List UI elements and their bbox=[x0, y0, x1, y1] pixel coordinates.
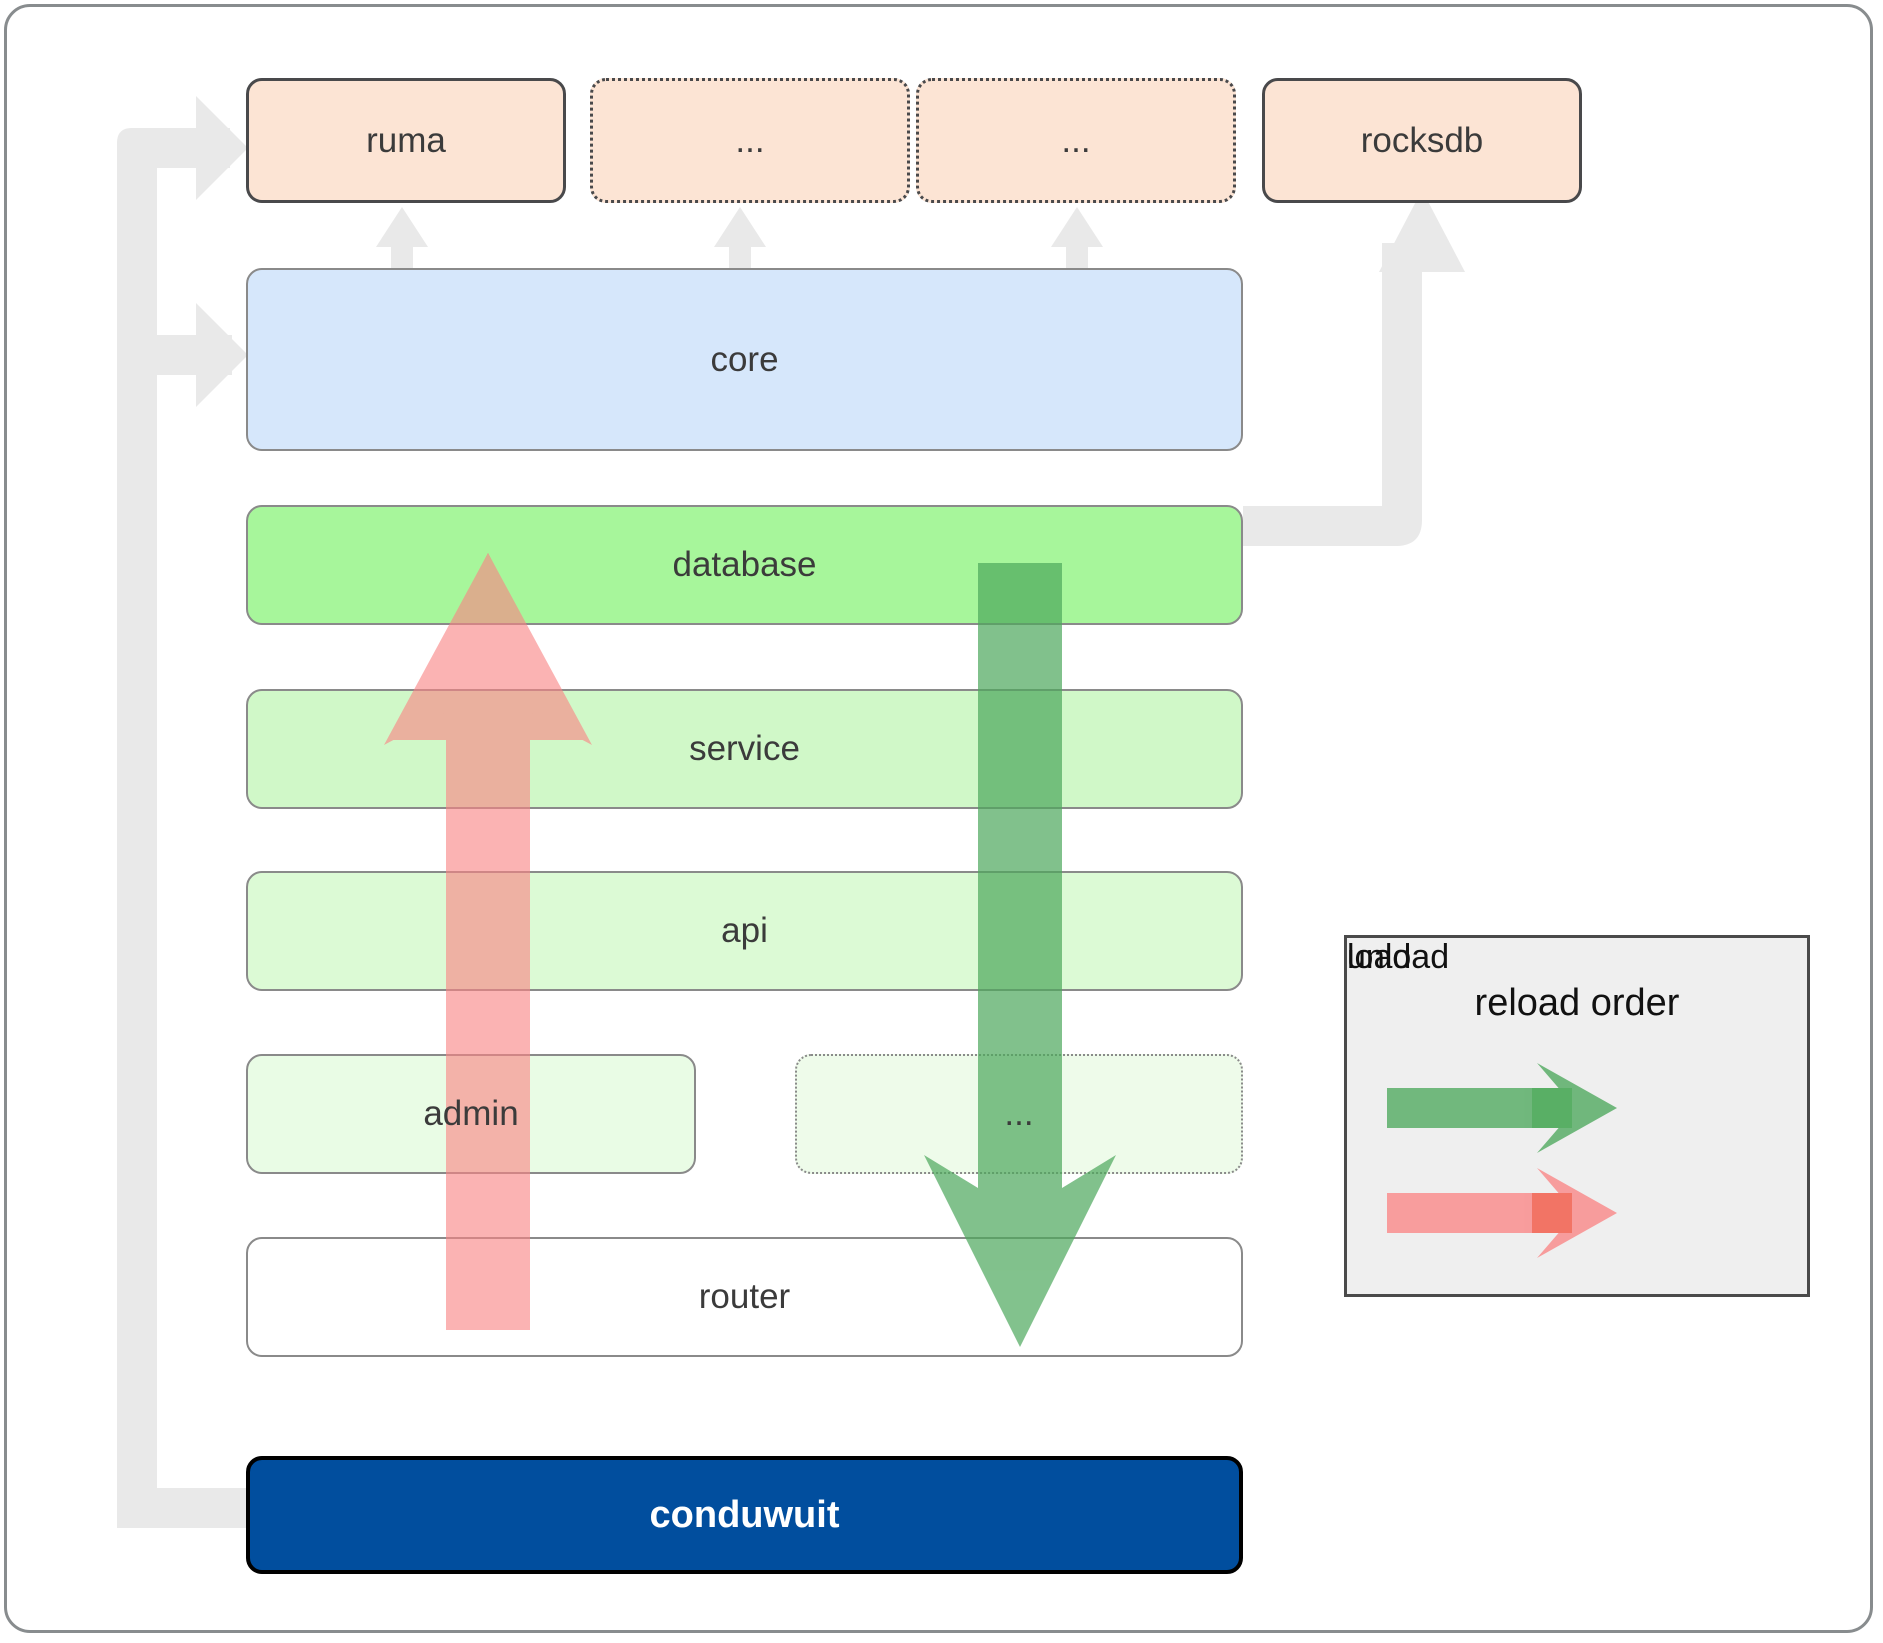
stack-box-ellipsis[interactable]: ... bbox=[795, 1054, 1243, 1174]
dependency-label: rocksdb bbox=[1360, 120, 1484, 160]
stack-box-router[interactable]: router bbox=[246, 1237, 1243, 1357]
stack-box-service[interactable]: service bbox=[246, 689, 1243, 809]
dependency-box-ellipsis-1[interactable]: ... bbox=[590, 78, 910, 203]
legend-panel: reload order load unload bbox=[1344, 935, 1810, 1297]
dependency-label: ... bbox=[735, 120, 765, 160]
stack-box-api[interactable]: api bbox=[246, 871, 1243, 991]
stack-box-core[interactable]: core bbox=[246, 268, 1243, 451]
dependency-box-ellipsis-2[interactable]: ... bbox=[916, 78, 1236, 203]
dependency-label: ... bbox=[1061, 120, 1091, 160]
dependency-label: ruma bbox=[366, 120, 446, 160]
brand-box-conduwuit[interactable]: conduwuit bbox=[246, 1456, 1243, 1574]
stack-label: core bbox=[710, 339, 779, 379]
stack-label: api bbox=[721, 911, 768, 950]
brand-label: conduwuit bbox=[649, 1493, 840, 1536]
stack-label: database bbox=[672, 545, 817, 584]
stack-label: router bbox=[698, 1277, 791, 1316]
stack-label: service bbox=[689, 729, 800, 768]
legend-title: reload order bbox=[1474, 982, 1680, 1024]
legend-arrow-load bbox=[1387, 1063, 1617, 1153]
stack-box-database[interactable]: database bbox=[246, 505, 1243, 625]
dependency-box-ruma[interactable]: ruma bbox=[246, 78, 566, 203]
legend-label-load: load bbox=[1347, 938, 1412, 976]
stack-label: admin bbox=[423, 1094, 519, 1133]
legend-arrow-unload bbox=[1387, 1168, 1617, 1258]
legend-label-unload: unload bbox=[1347, 938, 1450, 976]
stack-label: ... bbox=[1004, 1094, 1034, 1133]
stack-box-admin[interactable]: admin bbox=[246, 1054, 696, 1174]
diagram-frame bbox=[4, 4, 1873, 1633]
dependency-box-rocksdb[interactable]: rocksdb bbox=[1262, 78, 1582, 203]
